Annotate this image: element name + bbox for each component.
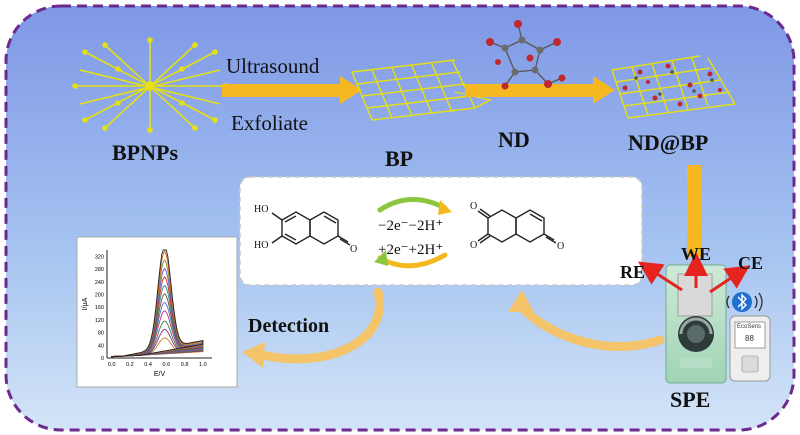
x-tick-label: 0.0 (108, 362, 116, 368)
device-screen-brand: EcoSens (737, 324, 762, 330)
x-axis-label: E/V (154, 371, 166, 378)
ce-label: CE (738, 253, 764, 273)
o-label-lactone: O (350, 244, 358, 255)
y-tick-label: 200 (95, 292, 104, 298)
x-tick-label: 0.2 (126, 362, 134, 368)
bpnps-crystal (72, 37, 228, 133)
device-screen-value: 88 (745, 334, 754, 343)
nd-molecule (486, 20, 566, 90)
nd-at-bp-crystal (611, 55, 736, 119)
esculetin-structure (271, 211, 351, 246)
x-tick-label: 0.4 (144, 362, 152, 368)
bpnps-label: BPNPs (112, 140, 178, 165)
reaction-forward-label: −2e⁻−2H⁺ (378, 218, 444, 234)
redox-cycle-arrows (374, 197, 452, 269)
y-axis-label: I/μA (82, 297, 89, 310)
cv-curve (111, 249, 204, 358)
detection-label: Detection (248, 315, 330, 337)
y-tick-label: 320 (95, 254, 104, 260)
re-label: RE (620, 262, 646, 282)
potentiostat-device (729, 315, 771, 382)
bluetooth-icon (726, 292, 763, 312)
o-label-quinone-top: O (470, 201, 478, 212)
y-tick-label: 40 (98, 343, 104, 349)
nd-at-bp-label: ND@BP (628, 130, 709, 155)
y-tick-label: 160 (95, 305, 104, 311)
electrode-arrows (637, 252, 750, 294)
cv-chart-axes (106, 250, 212, 359)
cv-chart-plot (111, 249, 204, 358)
spe-label: SPE (670, 387, 711, 412)
x-tick-label: 0.6 (163, 362, 171, 368)
cv-chart-ticks: 0 40 80 120 160 200 240 280 320 0.0 0.2 0.4 0.6 0.8 1.… (82, 254, 207, 378)
arrow-nd-modification (465, 76, 615, 104)
arrow-to-spe (687, 165, 702, 257)
nd-label: ND (498, 127, 530, 152)
reaction-box (239, 176, 643, 286)
y-tick-label: 120 (95, 318, 104, 324)
curve-arrow-reaction-to-chart (257, 287, 384, 364)
o-label-quinone-lactone: O (557, 241, 565, 252)
reaction-reverse-label: +2e⁻+2H⁺ (378, 242, 444, 258)
x-tick-label: 1.0 (199, 362, 207, 368)
ultrasound-label: Ultrasound (226, 54, 320, 78)
arrow-exfoliation (222, 76, 362, 104)
y-tick-label: 80 (98, 331, 104, 337)
spe-electrode (665, 264, 727, 384)
y-tick-label: 280 (95, 267, 104, 273)
y-tick-label: 0 (101, 356, 104, 362)
exfoliate-label: Exfoliate (231, 111, 308, 135)
x-tick-label: 0.8 (181, 362, 189, 368)
ho-label-bottom: HO (254, 240, 269, 251)
bp-label: BP (385, 146, 414, 171)
we-label: WE (681, 244, 712, 264)
o-label-quinone-bottom: O (470, 240, 478, 251)
ho-label-top: HO (254, 204, 269, 215)
curve-arrow-spe-to-reaction (515, 300, 665, 352)
y-tick-label: 240 (95, 280, 104, 286)
quinone-structure (477, 208, 557, 244)
